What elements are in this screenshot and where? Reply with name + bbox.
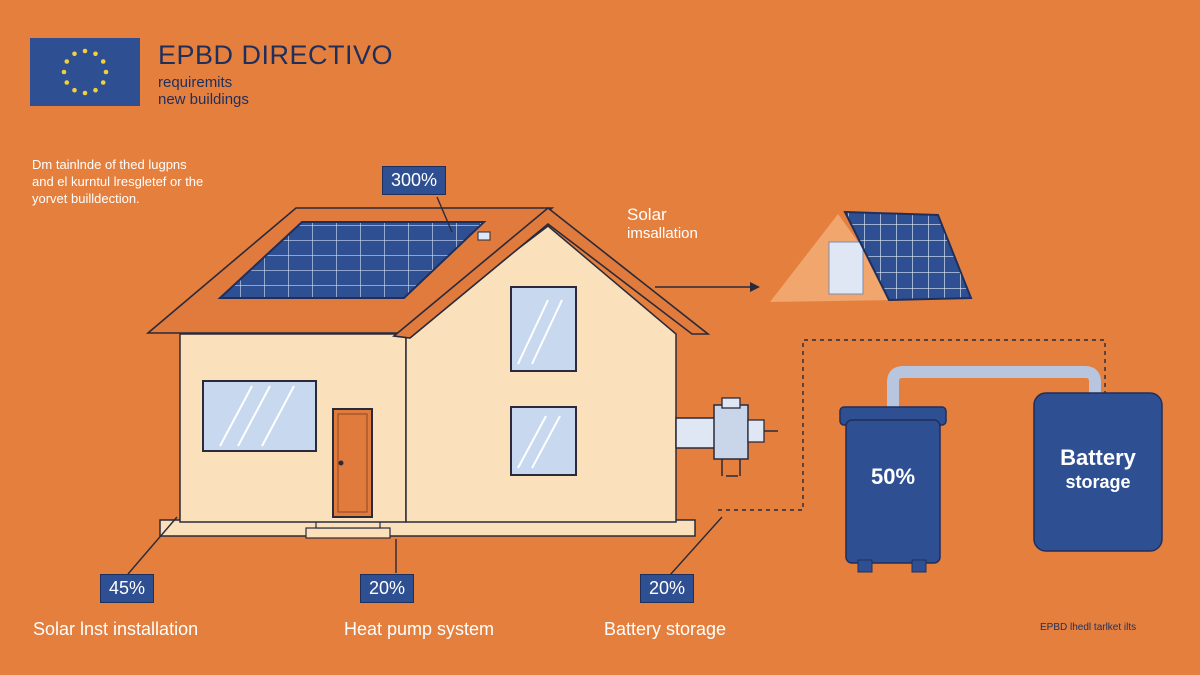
- intro-text: Dm tainlnde of thed lugpns and el kurntu…: [32, 156, 203, 207]
- storage-tank-right: [1033, 392, 1163, 552]
- front-door: [332, 408, 373, 518]
- leader-stat-3: [669, 516, 723, 576]
- tank-left-percent: 50%: [870, 464, 916, 489]
- storage-tank-left: [839, 406, 947, 573]
- roof-percent-badge: 300%: [382, 166, 447, 195]
- tank-right-line-1: Battery: [1060, 445, 1136, 470]
- tank-right-line-2: storage: [1065, 472, 1131, 492]
- leader-stat-1: [127, 516, 178, 575]
- eu-stars-icon: [61, 48, 109, 96]
- intro-line-2: and el kurntul lresgletef or the: [32, 174, 204, 189]
- stat-label-battery: Battery storage: [604, 619, 727, 639]
- intro-line-1: Dm tainlnde of thed lugpns: [32, 157, 187, 172]
- subtitle-line-2: new buildings: [158, 91, 249, 108]
- solar-arrow-head-icon: [750, 282, 760, 292]
- subtitle-line-1: requiremits: [158, 74, 233, 91]
- heat-pump-unit: [675, 397, 778, 477]
- page-title: EPBD DIRECTIVO: [158, 40, 394, 70]
- front-step: [305, 527, 391, 539]
- stat-label-heat-pump: Heat pump system: [344, 619, 495, 639]
- stat-label-solar: Solar lnst installation: [33, 619, 199, 639]
- stat-percent-solar: 45%: [100, 574, 155, 603]
- tank-pipe: [887, 366, 1101, 408]
- dashed-connection: [718, 339, 1106, 511]
- solar-label-title: Solar: [627, 205, 667, 224]
- gable-roof: [392, 206, 711, 339]
- window-upper-right: [510, 286, 577, 372]
- solar-installation-label: Solar imsallation: [627, 205, 698, 243]
- tank-right-label: Battery storage: [1034, 446, 1162, 494]
- window-lower-right: [510, 406, 577, 476]
- roof-solar-panel: [217, 221, 487, 299]
- page-subtitle: requiremits new buildings: [158, 74, 249, 108]
- footnote: EPBD lhedl tarlket ilts: [1040, 622, 1137, 633]
- intro-line-3: yorvet builldection.: [32, 191, 140, 206]
- window-left: [202, 380, 317, 452]
- eu-flag-icon: [30, 38, 140, 106]
- solar-label-subtitle: imsallation: [627, 225, 698, 242]
- panel-connector: [477, 231, 491, 241]
- solar-installation-illustration: [770, 210, 973, 302]
- stat-percent-heat-pump: 20%: [360, 574, 415, 603]
- leader-roof-percent: [436, 196, 453, 233]
- stat-percent-battery: 20%: [640, 574, 695, 603]
